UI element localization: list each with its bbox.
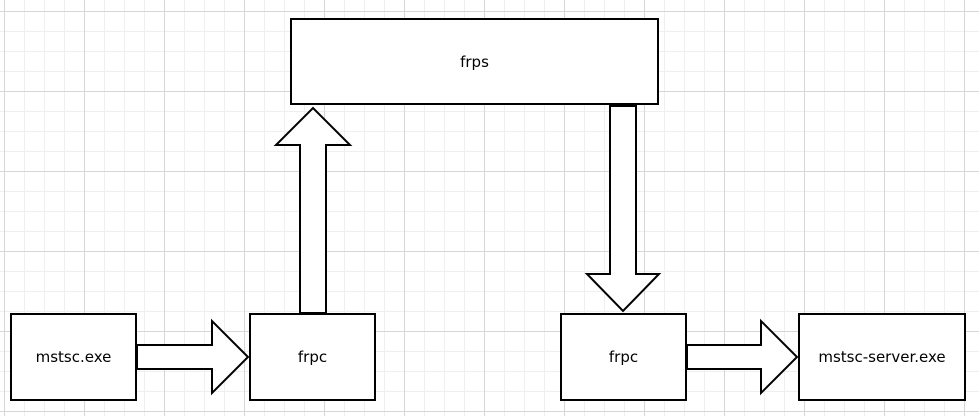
arrow-frpc-to-frps [273,106,353,314]
frpc-left-node: frpc [249,313,376,401]
frpc-left-label: frpc [297,348,328,366]
arrow-mstsc-to-frpc [136,318,250,396]
frps-label: frps [460,52,489,71]
arrow-frpc-to-mstsc-server [686,318,799,396]
frpc-right-label: frpc [608,348,639,366]
mstsc-node: mstsc.exe [10,313,137,401]
mstsc-label: mstsc.exe [35,348,112,366]
mstsc-server-label: mstsc-server.exe [818,348,946,366]
frpc-right-node: frpc [560,313,687,401]
frps-node: frps [290,18,659,105]
arrow-frps-to-frpc [584,105,662,313]
mstsc-server-node: mstsc-server.exe [798,313,966,401]
